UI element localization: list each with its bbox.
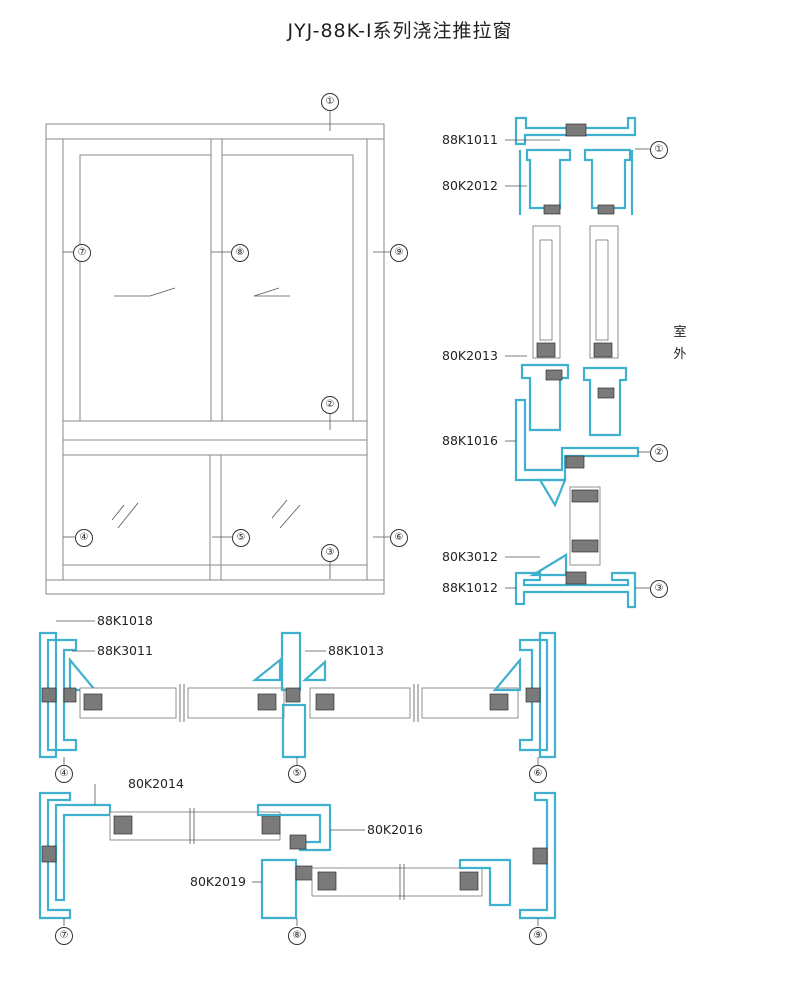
marker-7: ⑦: [73, 244, 91, 262]
marker-8: ⑧: [231, 244, 249, 262]
outside-label: 室 外: [672, 322, 688, 366]
part-label-80K2013: 80K2013: [442, 348, 498, 363]
marker-2: ②: [321, 396, 339, 414]
part-label-80K2012: 80K2012: [442, 178, 498, 193]
section-marker-9: ⑨: [529, 927, 547, 945]
part-label-80K2014: 80K2014: [128, 776, 184, 791]
marker-4: ④: [75, 529, 93, 547]
outside-char-1: 室: [673, 325, 687, 340]
page-title: JYJ-88K-Ⅰ系列浇注推拉窗: [287, 20, 513, 42]
part-label-88K1016: 88K1016: [442, 433, 498, 448]
part-label-80K2016: 80K2016: [367, 822, 423, 837]
vertical-section: [505, 116, 650, 609]
section-marker-2: ②: [650, 444, 668, 462]
marker-9: ⑨: [390, 244, 408, 262]
part-label-80K3012: 80K3012: [442, 549, 498, 564]
outside-char-2: 外: [673, 347, 687, 362]
part-label-88K1012: 88K1012: [442, 580, 498, 595]
part-label-88K1018: 88K1018: [97, 613, 153, 628]
marker-3: ③: [321, 544, 339, 562]
marker-6: ⑥: [390, 529, 408, 547]
part-label-80K2019: 80K2019: [190, 874, 246, 889]
horizontal-section-top: [38, 620, 557, 765]
horizontal-section-bottom: [38, 784, 557, 926]
section-marker-4: ④: [55, 765, 73, 783]
section-marker-1: ①: [650, 141, 668, 159]
window-elevation: [45, 110, 390, 595]
marker-1: ①: [321, 93, 339, 111]
section-marker-8: ⑧: [288, 927, 306, 945]
section-marker-6: ⑥: [529, 765, 547, 783]
section-marker-5: ⑤: [288, 765, 306, 783]
part-label-88K3011: 88K3011: [97, 643, 153, 658]
section-marker-7: ⑦: [55, 927, 73, 945]
section-marker-3: ③: [650, 580, 668, 598]
marker-5: ⑤: [232, 529, 250, 547]
part-label-88K1013: 88K1013: [328, 643, 384, 658]
part-label-88K1011: 88K1011: [442, 132, 498, 147]
